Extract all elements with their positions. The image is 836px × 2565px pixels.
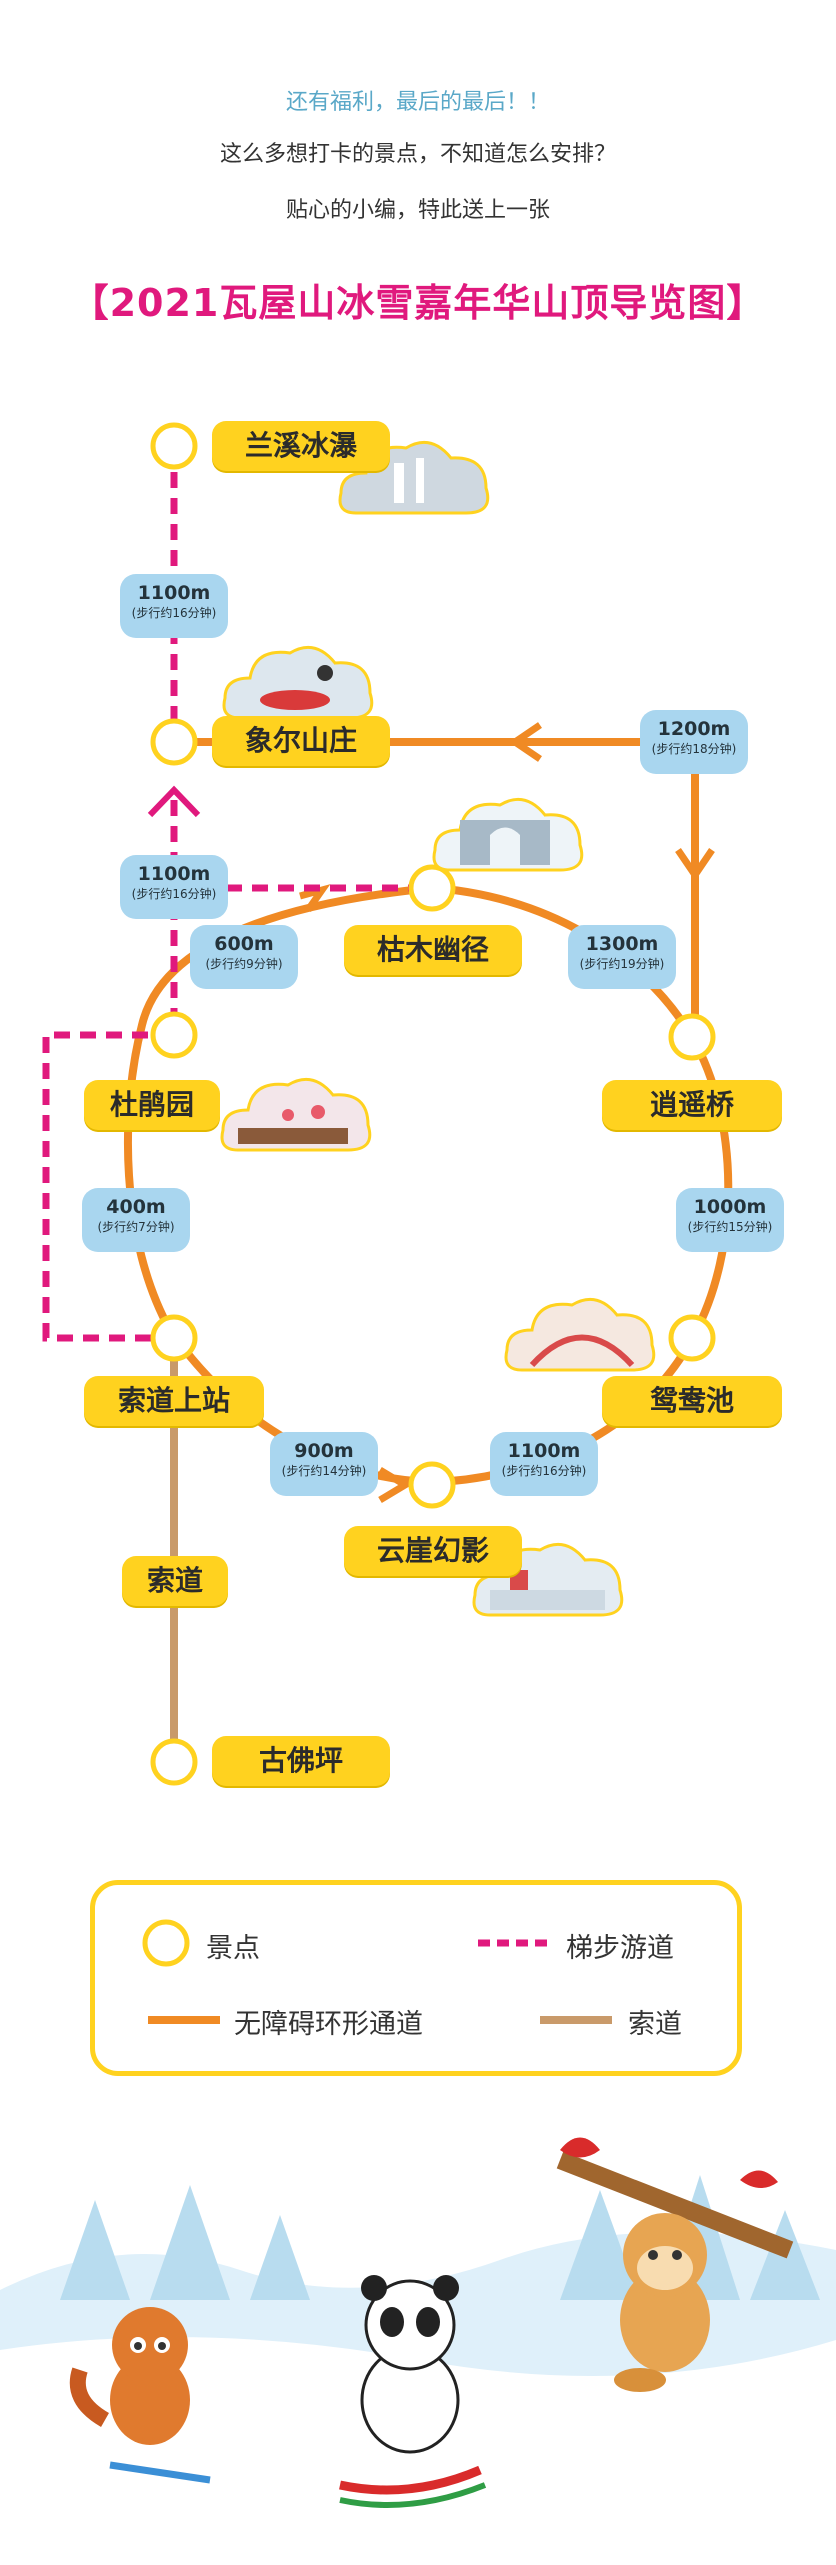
spot-kumu-label[interactable]: 枯木幽径 — [344, 925, 522, 975]
distance-value: 400m — [106, 1196, 166, 1218]
distance-value: 900m — [294, 1440, 354, 1462]
spot-circle-gufoping — [150, 1738, 198, 1786]
kumu-photo-icon — [432, 797, 584, 872]
walk-time: (步行约18分钟) — [651, 742, 737, 756]
distance-value: 1300m — [585, 933, 659, 955]
xianger-photo-icon — [222, 645, 374, 720]
arrow-curve-icon — [299, 884, 331, 913]
spot-circle-yuanyang — [668, 1314, 716, 1362]
yuanyang-photo-icon — [504, 1297, 656, 1372]
walk-time: (步行约16分钟) — [131, 606, 217, 620]
spot-circle-dujuan — [150, 1011, 198, 1059]
spot-yunya-label[interactable]: 云崖幻影 — [344, 1526, 522, 1576]
spot-circle-lanxi — [150, 422, 198, 470]
arrow-down-icon — [675, 848, 715, 882]
walk-time: (步行约15分钟) — [687, 1220, 773, 1234]
arrow-right-icon — [378, 1466, 412, 1504]
distance-xianger-xiaoyao: 1200m (步行约18分钟) — [640, 710, 748, 774]
distance-kumu-xiaoyao: 1300m (步行约19分钟) — [568, 925, 676, 989]
intro-line-3: 贴心的小编，特此送上一张 — [285, 198, 550, 223]
walk-time: (步行约9分钟) — [205, 957, 283, 971]
distance-yunya-yuanyang: 1100m (步行约16分钟) — [490, 1432, 598, 1496]
walk-time: (步行约7分钟) — [97, 1220, 175, 1234]
legend-barrier-free-label: 无障碍环形通道 — [234, 2009, 423, 2040]
distance-value: 1200m — [657, 718, 731, 740]
spot-circle-xianger — [150, 718, 198, 766]
spot-circle-xiaoyao — [668, 1013, 716, 1061]
spot-xiaoyao-label[interactable]: 逍遥桥 — [602, 1080, 782, 1130]
walk-time: (步行约19分钟) — [579, 957, 665, 971]
intro-line-2: 这么多想打卡的景点，不知道怎么安排？ — [219, 142, 616, 167]
spot-circle-suodao — [150, 1314, 198, 1362]
arrow-left-icon — [508, 722, 542, 762]
spot-lanxi-label[interactable]: 兰溪冰瀑 — [212, 421, 390, 471]
distance-value: 1100m — [507, 1440, 581, 1462]
walk-time: (步行约16分钟) — [501, 1464, 587, 1478]
walk-time: (步行约14分钟) — [281, 1464, 367, 1478]
intro-line-1: 还有福利，最后的最后！！ — [285, 90, 550, 115]
distance-value: 1100m — [137, 582, 211, 604]
distance-kumu-dujuan-loop: 600m (步行约9分钟) — [190, 925, 298, 989]
distance-xiaoyao-yuanyang: 1000m (步行约15分钟) — [676, 1188, 784, 1252]
distance-value: 1000m — [693, 1196, 767, 1218]
spot-yuanyang-label[interactable]: 鸳鸯池 — [602, 1376, 782, 1426]
map-title: 【2021瓦屋山冰雪嘉年华山顶导览图】 — [70, 281, 766, 325]
legend-cableway-label: 索道 — [628, 2009, 682, 2040]
dujuan-photo-icon — [220, 1077, 372, 1152]
spot-circle-kumu — [408, 864, 456, 912]
legend-spot-label: 景点 — [206, 1933, 260, 1964]
spot-circle-yunya — [408, 1461, 456, 1509]
distance-dujuan-suodao: 400m (步行约7分钟) — [82, 1188, 190, 1252]
distance-lanxi-xianger: 1100m (步行约16分钟) — [120, 574, 228, 638]
distance-kumu-dujuan-stair: 1100m (步行约16分钟) — [120, 855, 228, 919]
stair-arrow-up-icon — [147, 785, 201, 818]
legend-stair-label: 梯步游道 — [566, 1933, 674, 1964]
stair-path-loop — [42, 1031, 174, 1342]
cableway-label[interactable]: 索道 — [122, 1556, 228, 1606]
map-legend — [90, 1880, 742, 2076]
distance-suodao-yunya: 900m (步行约14分钟) — [270, 1432, 378, 1496]
spot-xianger-label[interactable]: 象尔山庄 — [212, 716, 390, 766]
walk-time: (步行约16分钟) — [131, 887, 217, 901]
legend-spot-icon — [142, 1919, 190, 1967]
red-panda-mascot-icon — [69, 2307, 211, 2484]
spot-dujuan-label[interactable]: 杜鹃园 — [84, 1080, 220, 1130]
distance-value: 1100m — [137, 863, 211, 885]
winter-scene — [0, 2137, 836, 2565]
panda-mascot-icon — [339, 2275, 487, 2508]
distance-value: 600m — [214, 933, 274, 955]
spot-suodao-station-label[interactable]: 索道上站 — [84, 1376, 264, 1426]
monkey-mascot-icon — [556, 2137, 794, 2392]
spot-gufoping-label[interactable]: 古佛坪 — [212, 1736, 390, 1786]
